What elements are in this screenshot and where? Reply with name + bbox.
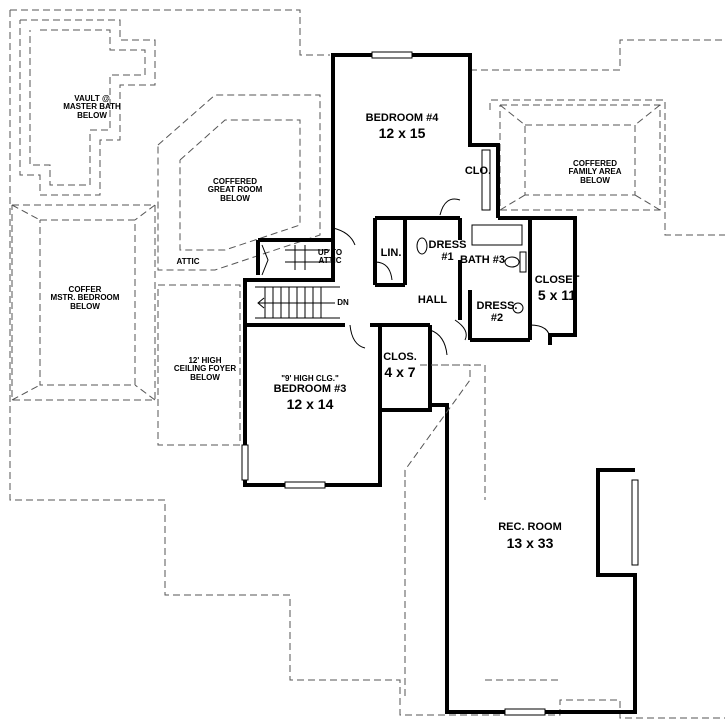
bedroom-3-note: "9' HIGH CLG." bbox=[281, 374, 339, 383]
label-dress-2: DRESS. #2 bbox=[476, 300, 518, 324]
walls bbox=[243, 53, 637, 714]
label-linen: LIN. bbox=[380, 247, 402, 259]
closet-size: 5 x 11 bbox=[537, 287, 577, 303]
label-coffer-master-bedroom: COFFER MSTR. BEDROOM BELOW bbox=[50, 285, 120, 311]
label-bath-3: BATH #3 bbox=[459, 254, 506, 266]
label-dn: DN bbox=[337, 298, 349, 307]
roof-outlines bbox=[9, 9, 725, 719]
bedroom-3-size: 12 x 14 bbox=[286, 396, 334, 412]
closet-name: CLOSET bbox=[534, 274, 580, 286]
label-coffered-great-room: COFFERED GREAT ROOM BELOW bbox=[207, 177, 263, 203]
label-foyer: 12' HIGH CEILING FOYER BELOW bbox=[173, 356, 237, 382]
label-clo: CLO. bbox=[464, 165, 492, 177]
bedroom-3-name: BEDROOM #3 bbox=[273, 383, 347, 395]
attic-outline bbox=[404, 364, 471, 480]
clos-name: CLOS. bbox=[383, 351, 417, 363]
bedroom-4-size: 12 x 15 bbox=[378, 125, 426, 141]
bedroom-4-name: BEDROOM #4 bbox=[365, 112, 439, 124]
fixtures bbox=[241, 51, 639, 716]
label-attic: ATTIC bbox=[176, 257, 200, 266]
rec-room-size: 13 x 33 bbox=[506, 535, 554, 551]
label-dress-1: DRESS #1 bbox=[428, 239, 467, 263]
label-up-to-attic: UP TO ATTIC bbox=[317, 248, 343, 266]
rec-room-name: REC. ROOM bbox=[498, 521, 562, 533]
stairs bbox=[255, 245, 340, 319]
label-hall: HALL bbox=[417, 294, 448, 306]
label-vault-master-bath: VAULT @ MASTER BATH BELOW bbox=[63, 94, 121, 120]
label-coffered-family-area: COFFERED FAMILY AREA BELOW bbox=[568, 159, 622, 185]
clos-size: 4 x 7 bbox=[384, 364, 416, 380]
